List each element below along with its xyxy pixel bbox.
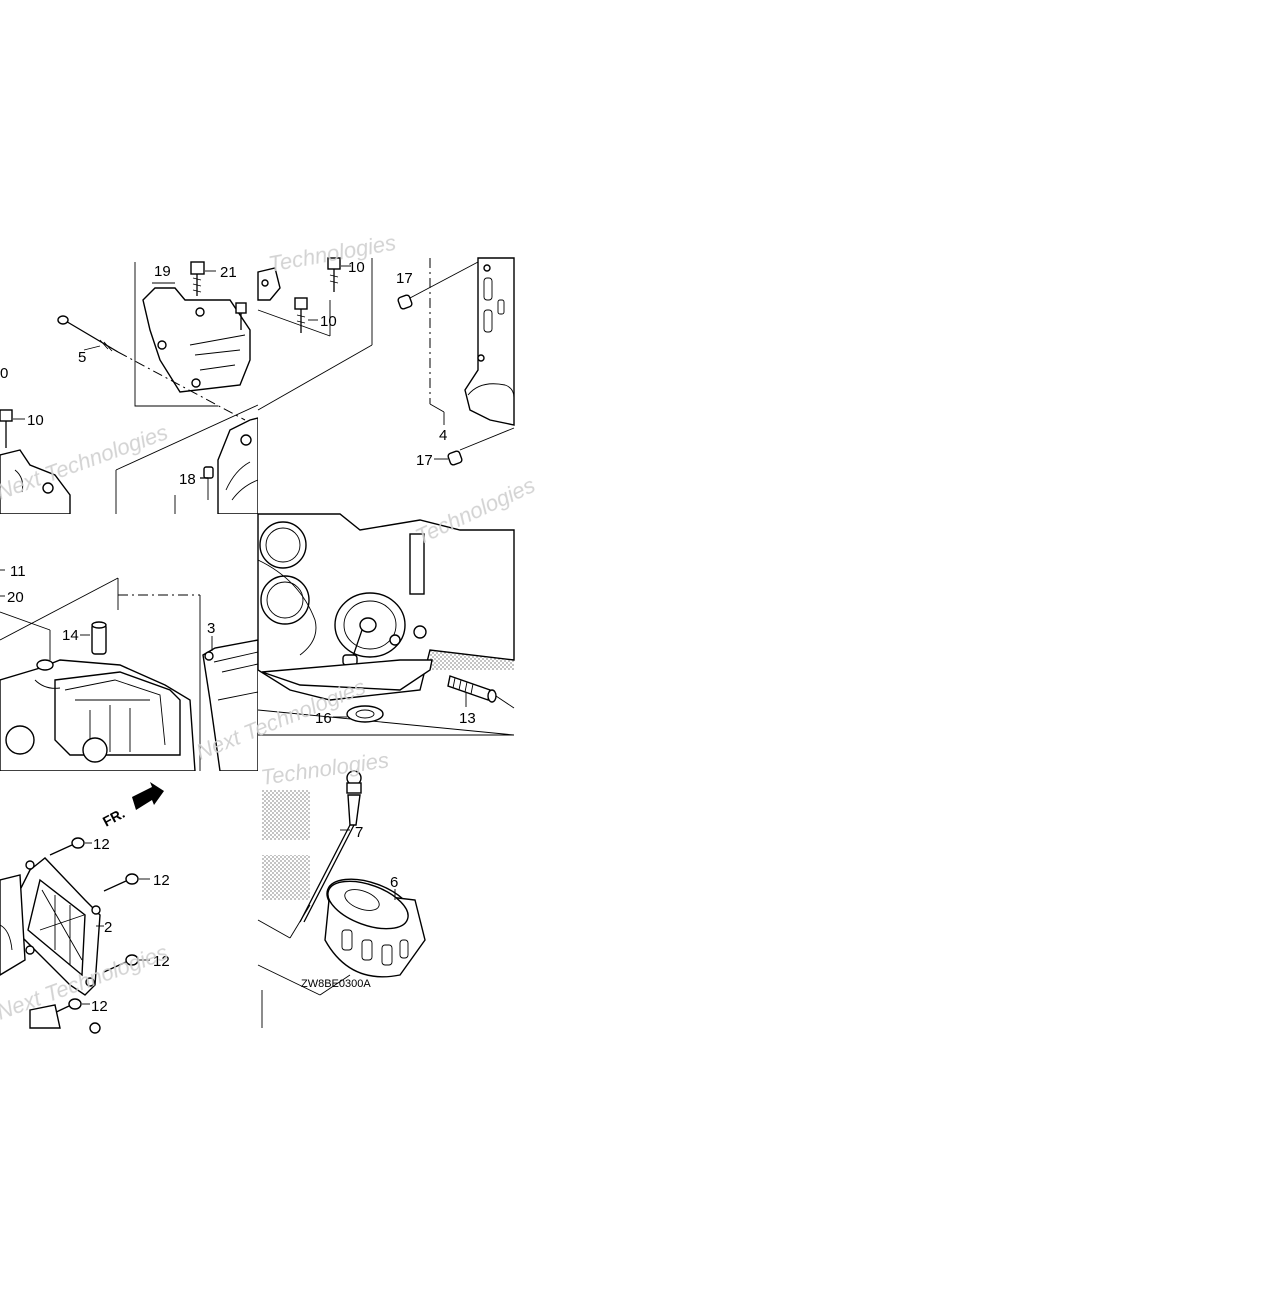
callout-0: 0 bbox=[0, 365, 8, 382]
callout-17-bottom: 17 bbox=[416, 452, 433, 469]
callout-13: 13 bbox=[459, 710, 476, 727]
callout-21: 21 bbox=[220, 264, 237, 281]
callout-3: 3 bbox=[207, 620, 215, 637]
tile-top-left bbox=[0, 258, 259, 515]
callout-2: 2 bbox=[104, 919, 112, 936]
callout-11: 11 bbox=[10, 563, 26, 580]
callout-14: 14 bbox=[62, 627, 79, 644]
callout-10-mid: 10 bbox=[320, 313, 337, 330]
callout-12-d: 12 bbox=[91, 998, 108, 1015]
callout-19: 19 bbox=[154, 263, 171, 280]
callout-7: 7 bbox=[355, 824, 363, 841]
callout-20: 20 bbox=[7, 589, 24, 606]
tile-bottom-middle bbox=[257, 770, 514, 1028]
callout-4: 4 bbox=[439, 427, 447, 444]
diagram-code: ZW8BE0300A bbox=[301, 978, 371, 990]
callout-6: 6 bbox=[390, 874, 398, 891]
callout-10-top: 10 bbox=[348, 259, 365, 276]
callout-5: 5 bbox=[78, 349, 86, 366]
callout-12-b: 12 bbox=[153, 872, 170, 889]
tile-middle-left bbox=[0, 514, 259, 772]
tile-top-middle bbox=[257, 257, 515, 514]
tile-middle bbox=[257, 513, 515, 771]
front-arrow-icon bbox=[132, 782, 164, 810]
callout-17-top: 17 bbox=[396, 270, 413, 287]
callout-12-a: 12 bbox=[93, 836, 110, 853]
tile-bottom-left bbox=[0, 771, 258, 1034]
callout-12-c: 12 bbox=[153, 953, 170, 970]
callout-10-left: 10 bbox=[27, 412, 44, 429]
callout-labels: 0 2 3 4 5 6 7 10 10 10 11 12 12 12 12 13… bbox=[0, 259, 476, 1015]
callout-18: 18 bbox=[179, 471, 196, 488]
callout-16: 16 bbox=[315, 710, 332, 727]
